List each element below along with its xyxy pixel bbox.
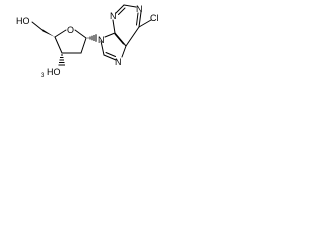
sugar-ring — [54, 29, 87, 54]
bond-n1-c6 — [138, 11, 142, 28]
bond-c8-n7-double — [105, 52, 116, 57]
atom-label-n3: N — [110, 11, 117, 21]
bond-o-c1 — [74, 29, 87, 39]
bond-c8-n7 — [103, 54, 117, 61]
atom-label-n9: N — [98, 35, 105, 45]
bond-c6-c5 — [125, 26, 140, 47]
bond-c4-o — [54, 29, 67, 38]
bond-c2-n1 — [123, 4, 137, 8]
bond-c1-c2 — [80, 37, 87, 54]
atom-label-ring-oxygen: O — [67, 25, 74, 35]
bond-c6-cl — [138, 19, 152, 28]
wedge-c4-c5 — [42, 29, 55, 37]
bond-c5-oh — [31, 21, 43, 31]
bond-n3-c2-double — [118, 7, 126, 15]
hash-c3-oh — [58, 54, 65, 66]
atom-label-chlorine: Cl — [150, 13, 159, 23]
bond-n9-c8 — [100, 40, 105, 56]
bond-n1-c6-double — [136, 12, 139, 26]
bond-c4-n9 — [104, 32, 116, 38]
bond-c3-c4 — [54, 36, 63, 54]
atom-label-n7: N — [115, 57, 122, 67]
purine-ring — [100, 4, 152, 61]
bond-n3-c2 — [115, 4, 125, 14]
bond-c4-n3 — [112, 19, 116, 34]
atom-label-hydroxyl-3: HO — [47, 67, 61, 77]
atom-sub-hydroxyl-3: 3 — [41, 73, 45, 79]
chemical-structure-diagram: HO O HO 3 N N N N Cl — [16, 4, 159, 79]
hash-c1-n9 — [87, 34, 97, 42]
atom-label-n1: N — [136, 4, 143, 14]
bond-c5-c4 — [114, 32, 127, 47]
atom-label-hydroxymethyl-oh: HO — [16, 16, 30, 26]
bond-n7-c5 — [121, 45, 127, 58]
bond-c5-c4-double — [114, 33, 124, 45]
